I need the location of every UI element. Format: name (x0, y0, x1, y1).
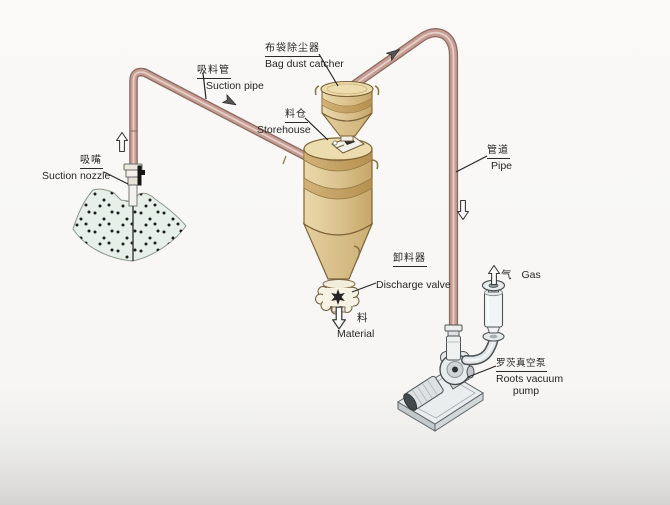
pump-motor (403, 375, 444, 411)
leader-discharge-valve (351, 282, 377, 293)
label-pipe: 管道 Pipe (487, 140, 512, 172)
label-discharge-valve-zh: 卸料器 (393, 248, 427, 267)
label-bag-dust-catcher-zh: 布袋除尘器 (265, 43, 321, 57)
label-suction-nozzle: 吸嘴 Suction nozzle (42, 150, 110, 182)
label-suction-pipe: 吸料管 Suction pipe (197, 60, 264, 92)
material-pile (72, 183, 187, 262)
flow-down-arrow-icon (456, 199, 470, 221)
storehouse-vessel (282, 137, 379, 289)
pipe-flow-dart-icon (385, 49, 400, 61)
flow-up-arrow-icon (115, 131, 129, 153)
label-gas-zh: 气 (501, 269, 513, 281)
label-storehouse-zh: 料仓 (285, 109, 308, 123)
label-bag-dust-catcher: 布袋除尘器 Bag dust catcher (265, 38, 344, 70)
label-suction-nozzle-zh: 吸嘴 (80, 155, 103, 169)
conveying-pipe-graphic (346, 28, 459, 332)
material-down-arrow-icon (332, 306, 346, 330)
gas-up-arrow-icon (487, 264, 501, 286)
label-storehouse: 料仓 Storehouse (257, 104, 311, 136)
label-roots-vacuum-pump: 罗茨真空泵 Roots vacuum pump (496, 353, 563, 397)
leader-storehouse (304, 117, 329, 141)
silo-side-hook (372, 159, 379, 170)
leader-roots-pump (467, 365, 497, 378)
label-material-en: Material (337, 328, 375, 340)
suction-nozzle-graphic (123, 163, 145, 186)
leader-suction-nozzle (103, 171, 129, 185)
label-material-zh: 料 (357, 312, 369, 324)
label-gas-en: Gas (521, 269, 541, 281)
leader-pipe (455, 155, 488, 173)
roots-vacuum-pump-graphic (397, 351, 484, 432)
label-pipe-zh: 管道 (487, 145, 510, 159)
silencer (481, 279, 506, 342)
leader-suction-pipe (202, 72, 207, 100)
leader-lines (103, 53, 497, 378)
label-gas: 气 Gas (501, 265, 541, 283)
label-suction-pipe-zh: 吸料管 (197, 65, 231, 79)
discharge-valve-graphic (315, 286, 360, 315)
label-discharge-valve-en: Discharge valve (376, 279, 451, 291)
pump-inlet-stack (444, 324, 463, 361)
pipe-flow-dart-icon (222, 94, 237, 106)
cone-hook (353, 245, 361, 261)
label-storehouse-en: Storehouse (257, 123, 311, 136)
leader-bag-dust-catcher (318, 53, 339, 87)
label-pipe-en: Pipe (491, 159, 513, 172)
catcher-right-ear (374, 85, 380, 96)
nozzle-tube (128, 183, 138, 207)
valve-collar (322, 279, 356, 289)
silo-top-fitting (331, 135, 366, 154)
label-roots-zh: 罗茨真空泵 (496, 358, 548, 372)
label-bag-dust-catcher-en: Bag dust catcher (265, 57, 344, 70)
catcher-left-ear (314, 85, 320, 96)
label-roots-en2: pump (512, 384, 540, 397)
suction-pipe-graphic (129, 67, 310, 172)
bag-dust-catcher-vessel (314, 80, 380, 142)
label-suction-nozzle-en: Suction nozzle (42, 169, 111, 182)
label-suction-pipe-en: Suction pipe (206, 79, 264, 92)
label-roots-en1: Roots vacuum (496, 372, 564, 385)
